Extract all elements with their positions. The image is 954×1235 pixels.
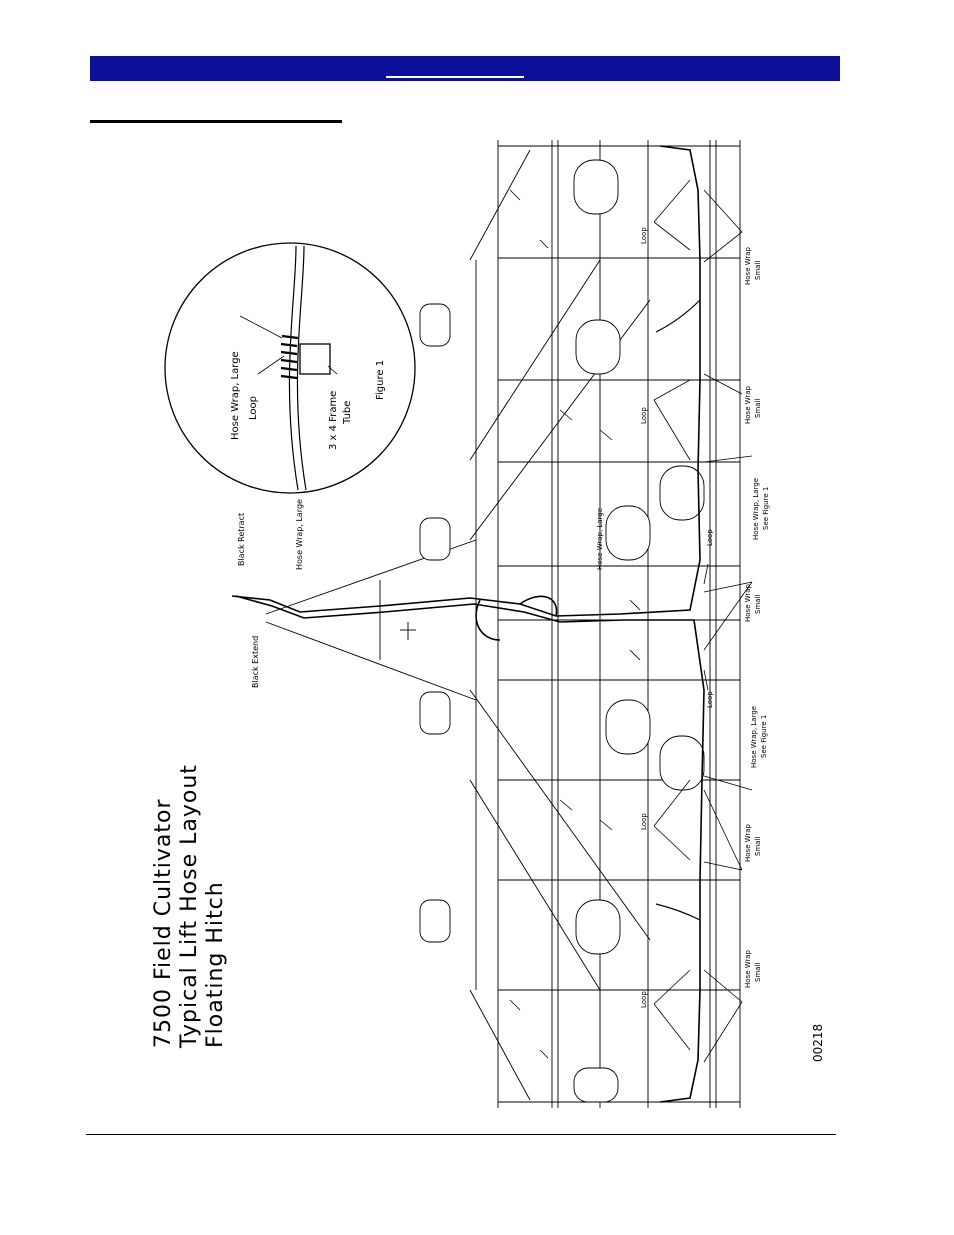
callout-hose-wrap-large-2: Hose Wrap, Large xyxy=(750,706,758,768)
callout-small-4: Small xyxy=(754,837,762,856)
label-black-retract: Black Retract xyxy=(237,513,246,566)
section-rule xyxy=(90,120,342,123)
header-link-underline xyxy=(386,76,524,78)
callout-loop-1: Loop xyxy=(640,227,648,244)
frame-tube-shape xyxy=(299,343,331,375)
footer-rule xyxy=(86,1134,836,1135)
shank-ticks xyxy=(509,189,641,1059)
title-line-2: Typical Lift Hose Layout xyxy=(177,764,202,1049)
callout-loop-5: Loop xyxy=(640,813,648,830)
hose-runs xyxy=(231,145,705,1103)
callout-small-2: Small xyxy=(754,399,762,418)
callout-hose-wrap-2: Hose Wrap xyxy=(744,386,752,424)
callout-loop-4: Loop xyxy=(706,691,714,708)
callout-labels: Loop Hose Wrap Small Loop Hose Wrap Smal… xyxy=(596,227,770,1008)
callout-hose-wrap-large-vertical: Hose Wrap, Large xyxy=(596,508,604,570)
label-black-extend: Black Extend xyxy=(251,636,260,688)
cultivator-frame xyxy=(265,140,741,1108)
title-block: 7500 Field Cultivator Typical Lift Hose … xyxy=(151,764,228,1049)
callout-loop-3: Loop xyxy=(706,529,714,546)
figure-number: 00218 xyxy=(811,1024,825,1062)
label-hose-wrap-large-hitch: Hose Wrap, Large xyxy=(295,499,304,570)
callout-loop-2: Loop xyxy=(640,407,648,424)
detail-figure-label: Figure 1 xyxy=(375,360,386,400)
detail-frame-tube-1: 3 x 4 Frame xyxy=(328,391,339,450)
callout-see-figure-1a: See Figure 1 xyxy=(762,487,770,530)
callout-hose-wrap-4: Hose Wrap xyxy=(744,824,752,862)
callout-small-1: Small xyxy=(754,261,762,280)
callout-see-figure-1b: See Figure 1 xyxy=(760,715,768,758)
wheels xyxy=(419,159,705,1103)
detail-frame-tube-2: Tube xyxy=(342,401,353,425)
detail-hose-wrap-large: Hose Wrap, Large xyxy=(230,351,241,440)
callout-hose-wrap-large-1: Hose Wrap, Large xyxy=(752,478,760,540)
title-line-1: 7500 Field Cultivator xyxy=(151,798,176,1048)
callout-loop-6: Loop xyxy=(640,991,648,1008)
detail-loop: Loop xyxy=(248,396,259,420)
hose-wrap-bands xyxy=(280,334,299,380)
callout-small-5: Small xyxy=(754,963,762,982)
callout-hose-wrap-5: Hose Wrap xyxy=(744,950,752,988)
title-line-3: Floating Hitch xyxy=(203,881,228,1048)
callout-hose-wrap-3: Hose Wrap xyxy=(744,584,752,622)
callout-leaders xyxy=(653,179,753,1063)
callout-small-3: Small xyxy=(754,595,762,614)
detail-figure-1 xyxy=(164,242,416,494)
callout-hose-wrap-1: Hose Wrap xyxy=(744,247,752,285)
